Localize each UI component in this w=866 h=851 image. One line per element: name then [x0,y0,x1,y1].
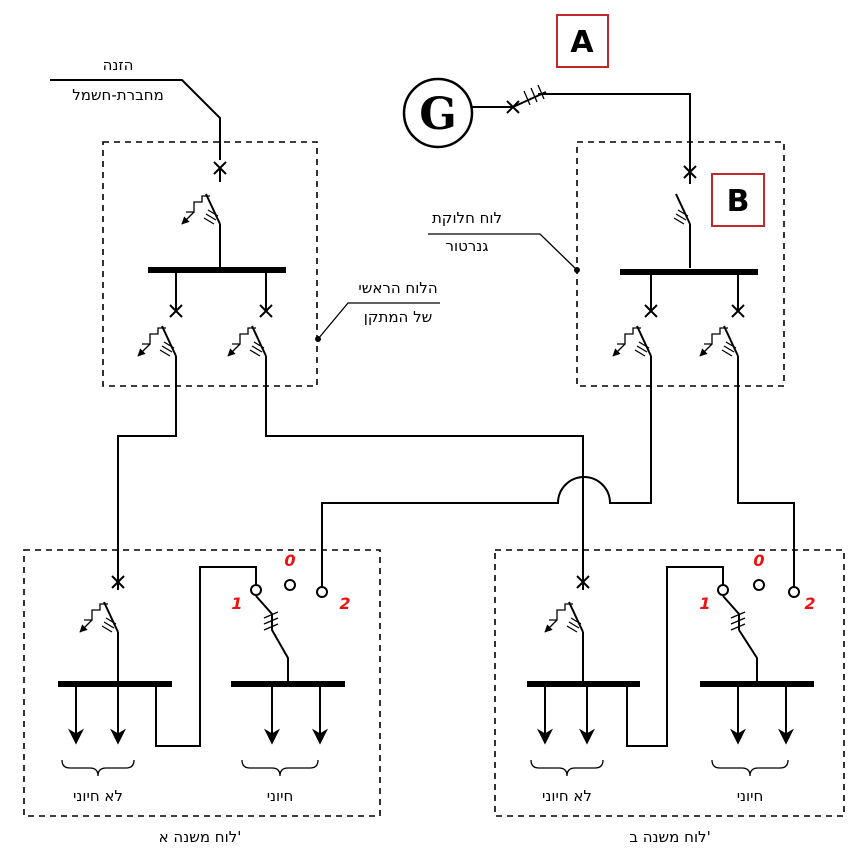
label-box-b [711,173,765,227]
feed-label-line2: מחברת-חשמל [72,86,164,104]
subpanel-b-contact-2 [788,586,800,598]
generator-panel-leader-dot [574,267,580,273]
subpanel-a-loads [68,684,328,745]
subpanel-b-title: לוח משנה ב' [629,828,710,846]
subpanel-a-essential-brace [241,759,319,777]
subpanel-a-contact-0 [284,579,296,591]
subpanel-b-pos-0: 0 [753,551,764,570]
generator-letter: G [419,89,457,140]
generator-panel-boundary [576,141,785,387]
main-panel-label-line2: של המתקן [364,308,433,326]
subpanel-b-incoming-breaker [545,575,590,684]
subpanel-a-pos-0: 0 [284,551,295,570]
subpanel-a-nonessential-brace [61,759,135,777]
generator-symbol [402,77,474,149]
feed-leader-line [50,79,221,160]
main-feeder-breaker-right [228,270,273,356]
subpanel-b-pos-1: 1 [699,594,710,613]
subpanel-b-changeover-switch [717,579,800,684]
generator-incoming-breaker [673,165,697,268]
cable-main-to-subpanel-a [117,356,177,582]
label-b-text: B [727,184,750,219]
subpanel-b-pos-2: 2 [804,594,815,613]
subpanel-b-bus-link [626,566,724,747]
main-panel-leader-dot [315,336,321,342]
subpanel-a-bus-link [155,566,257,747]
subpanel-a-incoming-breaker [80,575,125,684]
cable-generator-to-subpanel-b [737,356,795,588]
subpanel-b-nonessential-label: לא חיוני [542,787,592,805]
subpanel-a-boundary [23,549,381,817]
generator-feeder-breaker-right [700,272,745,356]
subpanel-b-nonessential-brace [530,759,604,777]
subpanel-a-pos-1: 1 [231,594,242,613]
subpanel-a-nonessential-label: לא חיוני [73,787,123,805]
subpanel-b-contact-0 [753,579,765,591]
label-box-a [556,14,609,68]
main-panel-boundary [102,141,318,387]
feed-label-line1: הזנה [103,56,134,74]
subpanel-a-changeover-switch [250,579,328,684]
subpanel-a-contact-2 [316,586,328,598]
subpanel-a-pos-2: 2 [339,594,350,613]
generator-feeder-breaker-left [613,272,658,356]
main-panel-label-line1: הלוח הראשי [358,279,437,297]
subpanel-b-essential-label: חיוני [737,787,764,805]
label-a-text: A [570,25,594,60]
generator-breaker-a [472,84,691,172]
cable-main-to-subpanel-b [265,356,584,582]
main-panel-leader [317,302,440,340]
generator-panel-label-line2: גנרטור [446,237,489,255]
cable-generator-to-subpanel-a [321,356,652,588]
generator-panel-leader [428,233,578,271]
subpanel-a-essential-label: חיוני [267,787,294,805]
main-incoming-breaker [182,161,227,268]
subpanel-b-essential-brace [711,759,789,777]
generator-panel-label-line1: לוח חלוקת [432,209,502,227]
subpanel-b-loads [537,684,794,745]
subpanel-a-title: לוח משנה א' [159,828,242,846]
main-feeder-breaker-left [138,270,183,356]
